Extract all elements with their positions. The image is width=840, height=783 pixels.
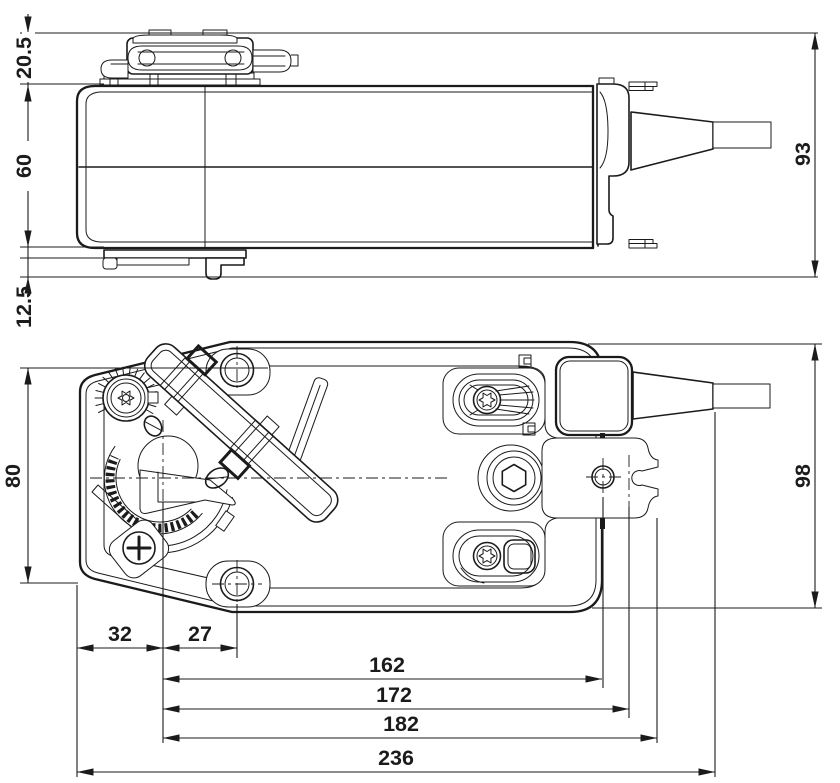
pointer-stud — [282, 377, 329, 475]
strain-relief-cone-side — [630, 111, 714, 171]
dim-clamp-stack-height: 20.5 — [12, 37, 36, 79]
dial-pointer — [147, 391, 159, 404]
button-recess — [503, 539, 536, 574]
cable-plan — [712, 383, 771, 409]
plan-view-dimensions: 80 98 32 27 162 172 182 236 — [1, 343, 822, 777]
dim-bracket-clearance: 12.5 — [12, 286, 36, 328]
mounting-tab-top — [205, 346, 271, 396]
side-view-dimensions: 20.5 60 12.5 93 — [12, 14, 819, 328]
anti-rotation-bracket-side — [102, 249, 247, 280]
dim-mount-hole-span: 80 — [1, 464, 25, 488]
hex-recess — [486, 450, 542, 506]
torx-icon — [117, 390, 135, 406]
dim-overall-length: 236 — [378, 746, 414, 770]
torx-screw-recess-bottom — [452, 529, 540, 584]
dim-overall-height: 93 — [791, 142, 815, 166]
cam-slot-1 — [143, 415, 163, 437]
torx-icon — [478, 392, 496, 408]
dim-shaft-to-mount-hole: 27 — [188, 622, 212, 646]
side-view — [75, 29, 772, 280]
cable-gland-plan — [554, 355, 771, 529]
plate-wing — [541, 437, 659, 519]
end-cap-and-gland-side — [596, 77, 772, 249]
clamp-bolt-stub — [252, 49, 292, 73]
position-symbol-open-icon — [518, 354, 532, 368]
torx-icon — [478, 548, 496, 564]
gear-teeth — [105, 454, 199, 533]
clamp-bolt-2 — [217, 447, 252, 481]
position-indicator-dial — [94, 366, 159, 422]
mounting-tab-bottom — [205, 560, 271, 608]
dim-shaft-to-slot: 172 — [376, 683, 412, 707]
plan-view — [78, 340, 771, 614]
dim-shaft-to-plate-edge: 182 — [383, 712, 419, 736]
position-symbol-closed-icon — [522, 422, 536, 436]
dim-edge-to-shaft: 32 — [108, 622, 132, 646]
strain-relief-cone-plan — [632, 371, 714, 420]
clamp-hook — [100, 59, 129, 79]
torx-screw-recess-top — [452, 354, 540, 436]
clamp-assembly-side — [99, 29, 299, 86]
phillips-screw — [108, 519, 170, 579]
centerlines — [90, 420, 447, 502]
dim-shaft-to-cable-hole: 162 — [369, 653, 405, 677]
dim-overall-depth: 98 — [791, 464, 815, 488]
cable-side — [712, 121, 772, 149]
dim-body-height: 60 — [12, 154, 36, 178]
